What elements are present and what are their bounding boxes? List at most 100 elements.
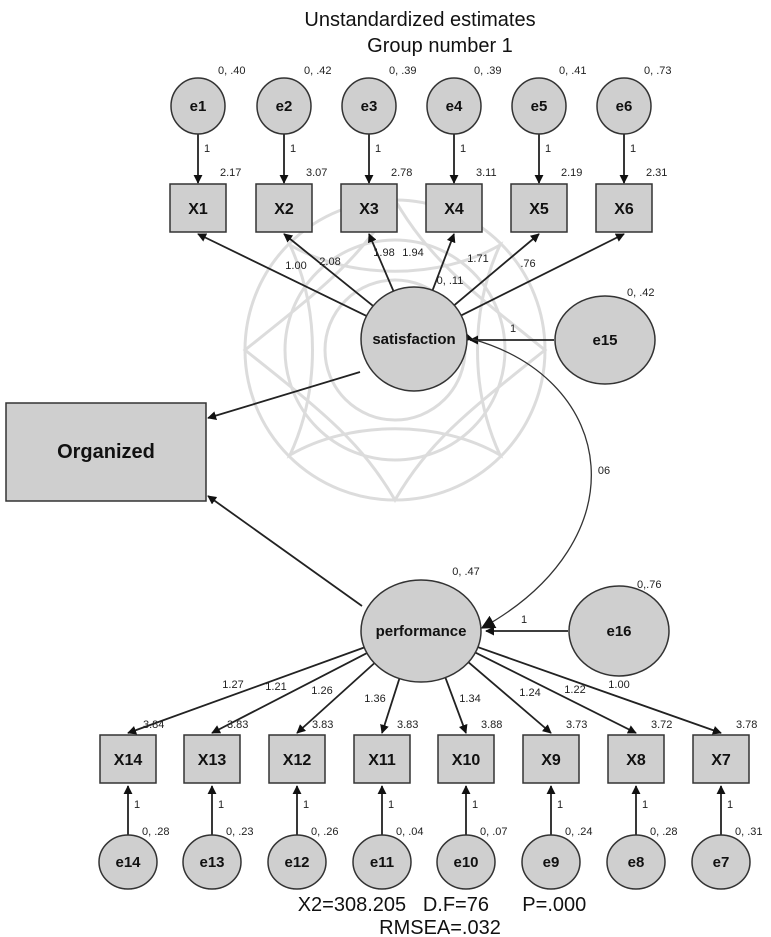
indicator-x10-label: X10 [452,752,481,769]
path-satisfaction-x3 [368,233,396,296]
error-variance-e4: 0, .39 [474,65,502,77]
indicator-x6-label: X6 [614,201,634,218]
error-variance-e6: 0, .73 [644,65,672,77]
error-path-coef-e8: 1 [642,799,648,811]
loading-x8: 1.22 [564,684,585,696]
indicator-x12 [268,734,326,784]
error-e2-label: e2 [276,98,293,115]
error-path-coef-e5: 1 [545,143,551,155]
indicator-x7-label: X7 [711,752,731,769]
loading-x1: 1.00 [285,260,306,272]
indicator-x4-label: X4 [444,201,464,218]
error-e12-label: e12 [284,854,309,871]
error-e7 [691,834,751,890]
indicator-x1-label: X1 [188,201,208,218]
error-path-coef-e14: 1 [134,799,140,811]
error-variance-e5: 0, .41 [559,65,587,77]
error-e6-label: e6 [616,98,633,115]
indicator-x12-label: X12 [283,752,312,769]
error-e9-label: e9 [543,854,560,871]
error-path-coef-e11: 1 [388,799,394,811]
error-path-coef-e3: 1 [375,143,381,155]
latent-satisfaction [360,286,468,392]
error-e11-label: e11 [370,854,394,871]
error-e14-label: e14 [115,854,141,871]
loading-x9: 1.24 [519,687,540,699]
intercept-x14: 3.84 [143,719,164,731]
error-e10 [436,834,496,890]
loading-x14: 1.27 [222,679,243,691]
indicator-x7 [692,734,750,784]
path-satisfaction-x1 [197,233,372,319]
indicator-x10 [437,734,495,784]
indicator-x14 [99,734,157,784]
error-path-coef-e4: 1 [460,143,466,155]
indicator-x2 [255,183,313,233]
path-satisfaction-x4 [430,233,456,295]
indicator-x14-label: X14 [114,752,143,769]
error-path-coef-e2: 1 [290,143,296,155]
indicator-x11 [353,734,411,784]
error-e13-label: e13 [199,854,224,871]
error-variance-e11: 0, .04 [396,826,424,838]
intercept-x13: 3.83 [227,719,248,731]
diagram-title-line-1: Unstandardized estimates [304,9,535,31]
error-path-coef-e12: 1 [303,799,309,811]
diagram-title-line-2: Group number 1 [367,35,513,57]
organized-box-label: Organized [57,441,155,463]
latent-performance-label: performance [376,623,467,640]
intercept-x7: 3.78 [736,719,757,731]
error-e9 [521,834,581,890]
indicator-x6 [595,183,653,233]
indicator-x8 [607,734,665,784]
intercept-x11: 3.83 [397,719,418,731]
latent-satisfaction-label: satisfaction [372,331,455,348]
path-performance-x14 [127,645,367,735]
path-satisfaction-x5 [450,233,540,309]
path-coef-e16: 1 [521,614,527,626]
error-variance-e7: 0, .31 [735,826,763,838]
disturbance-e16-label: e16 [606,623,631,640]
indicator-x4 [425,183,483,233]
indicator-x5-label: X5 [529,201,549,218]
covariance-value: 06 [598,465,610,477]
error-e10-label: e10 [453,854,478,871]
rmsea-statistic: RMSEA=.032 [379,917,501,937]
error-e1-label: e1 [190,98,207,115]
error-e5 [511,77,567,135]
indicator-x11-label: X11 [368,752,396,769]
error-e8-label: e8 [628,854,645,871]
error-variance-e14: 0, .28 [142,826,170,838]
loading-x10: 1.34 [459,693,480,705]
variance-e15: 0, .42 [627,287,655,299]
intercept-x12: 3.83 [312,719,333,731]
path-performance-x7 [475,645,722,735]
loading-x11: 1.36 [364,693,385,705]
path-satisfaction-x6 [456,233,625,319]
error-e14 [98,834,158,890]
error-variance-e10: 0, .07 [480,826,508,838]
error-variance-e13: 0, .23 [226,826,254,838]
loading-x2: 2.08 [319,256,340,268]
intercept-x9: 3.73 [566,719,587,731]
error-e3-label: e3 [361,98,378,115]
error-e8 [606,834,666,890]
loading-x4: 1.94 [402,247,423,259]
loading-x6: .76 [520,258,535,270]
path-performance-x11 [380,675,402,734]
indicator-x1 [169,183,227,233]
indicator-x3 [340,183,398,233]
path-performance-x8 [472,650,637,734]
error-path-coef-e6: 1 [630,143,636,155]
intercept-x4: 3.11 [476,167,497,179]
loading-x13: 1.21 [265,681,286,693]
path-satisfaction-x2 [283,233,378,310]
disturbance-e15 [554,295,656,385]
loading-x3: 1.98 [373,247,394,259]
covariance-satisfaction-performance [457,328,592,629]
error-variance-e8: 0, .28 [650,826,678,838]
error-variance-e9: 0, .24 [565,826,593,838]
path-performance-x13 [211,651,370,734]
